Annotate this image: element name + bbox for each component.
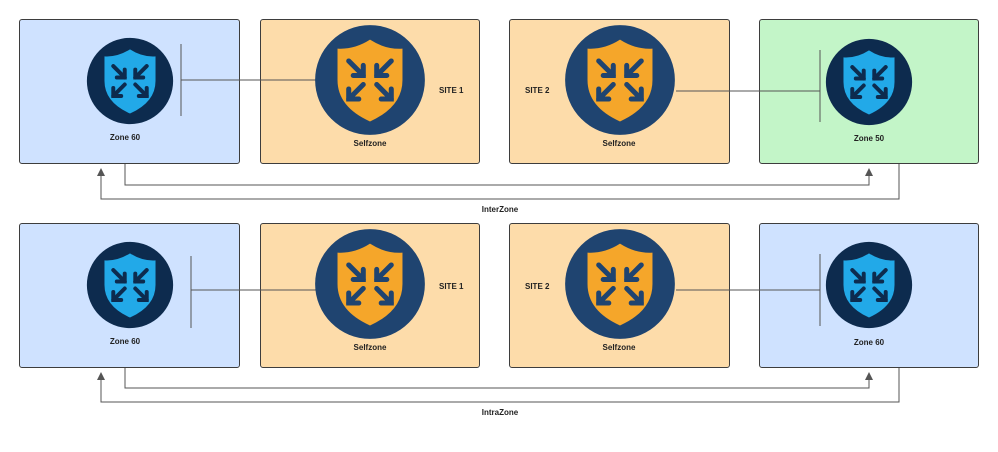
site-label: SITE 1: [439, 86, 464, 95]
selfzone-label: Selfzone: [602, 139, 636, 148]
router-shield-icon: [315, 25, 425, 135]
flow-arrow-to-left-2: [97, 368, 900, 403]
router-shield-icon: [315, 229, 425, 339]
site-label: SITE 2: [525, 86, 550, 95]
firewall-shield-icon: [86, 37, 174, 125]
zone-label: Zone 50: [853, 134, 885, 143]
firewall-shield-icon: [86, 241, 174, 329]
site-label: SITE 2: [525, 282, 550, 291]
selfzone-label: Selfzone: [602, 343, 636, 352]
firewall-shield-icon: [825, 38, 913, 126]
site-label: SITE 1: [439, 282, 464, 291]
diagram-caption: InterZone: [481, 205, 519, 214]
zone-label: Zone 60: [853, 338, 885, 347]
flow-arrow-to-right-1: [124, 164, 873, 186]
zone-label: Zone 60: [109, 337, 141, 346]
selfzone-label: Selfzone: [353, 343, 387, 352]
flow-arrow-to-right-2: [124, 368, 873, 389]
firewall-shield-icon: [825, 241, 913, 329]
flow-arrow-to-left-1: [97, 164, 900, 200]
zone-label: Zone 60: [109, 133, 141, 142]
router-shield-icon: [565, 25, 675, 135]
diagram-caption: IntraZone: [481, 408, 519, 417]
selfzone-label: Selfzone: [353, 139, 387, 148]
router-shield-icon: [565, 229, 675, 339]
